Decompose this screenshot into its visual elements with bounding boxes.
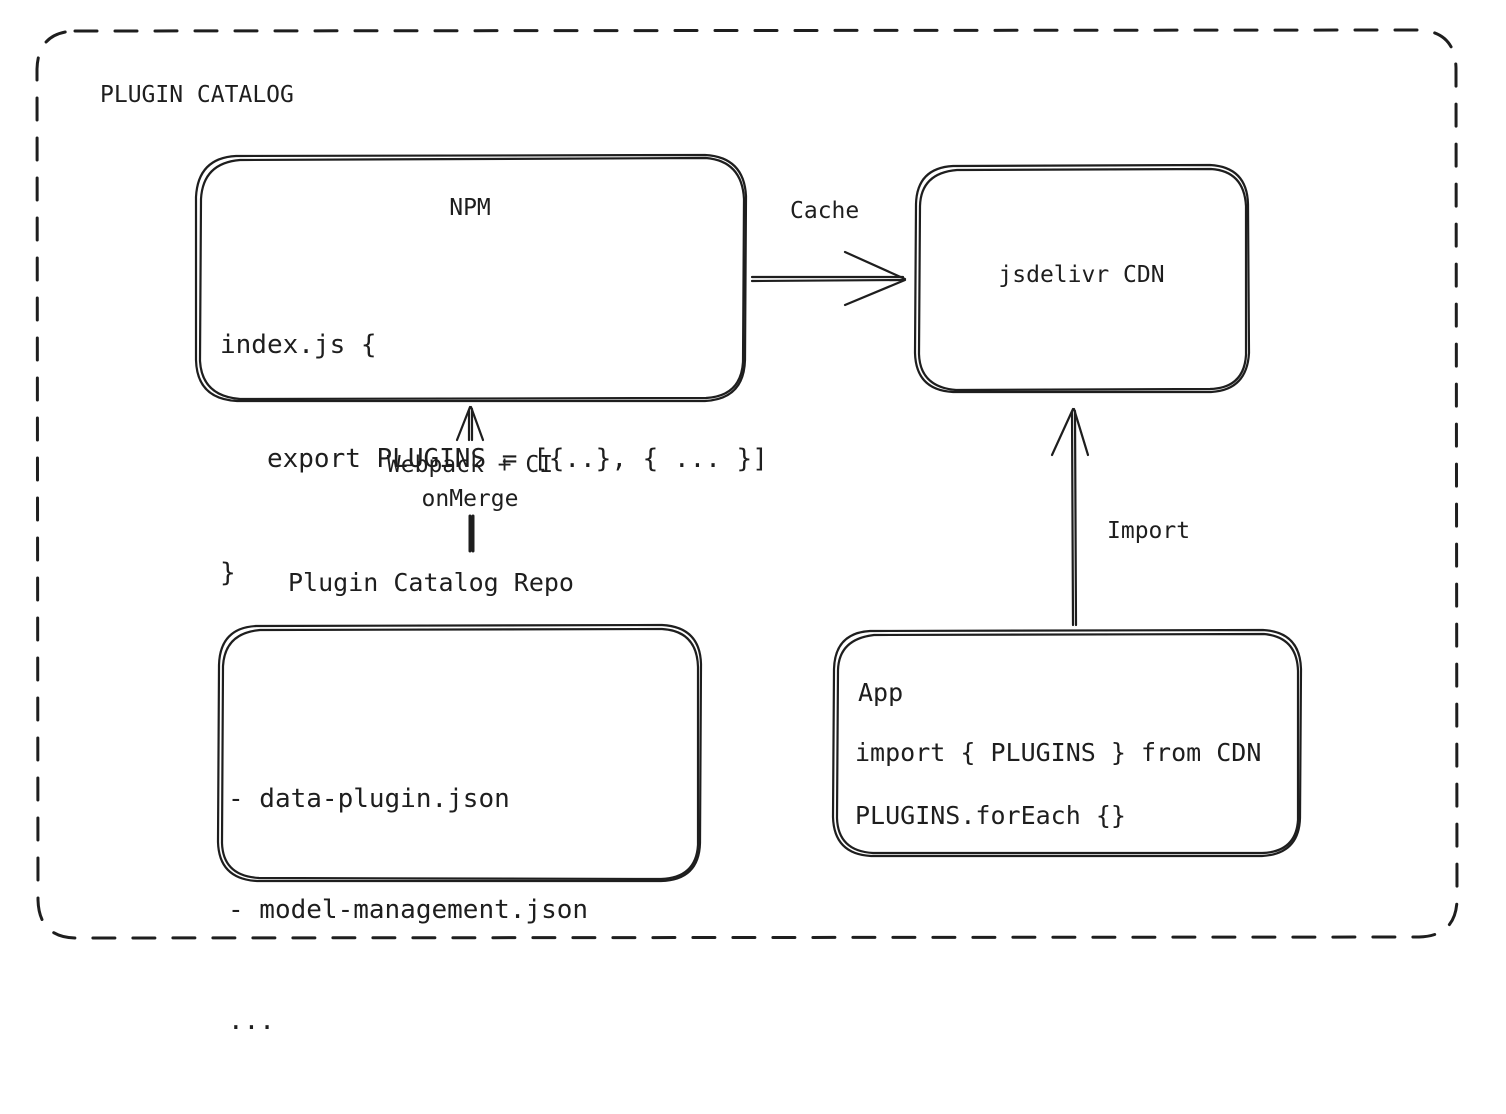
cdn-node-title: jsdelivr CDN xyxy=(998,262,1165,288)
import-arrow xyxy=(1050,407,1090,627)
repo-node-label: Plugin Catalog Repo xyxy=(288,568,574,597)
repo-file-item: - model-management.json xyxy=(228,895,589,925)
group-title: PLUGIN CATALOG xyxy=(100,82,294,108)
app-code-line-import: import { PLUGINS } from CDN xyxy=(855,738,1262,767)
repo-code-block: - data-plugin.json - model-management.js… xyxy=(228,707,588,1114)
app-code-line-foreach: PLUGINS.forEach {} xyxy=(855,801,1126,830)
npm-node-title: NPM xyxy=(449,195,491,221)
cache-edge-label: Cache xyxy=(790,198,860,224)
npm-code-line: export PLUGINS = [{..}, { ... }] xyxy=(220,444,768,474)
npm-code-line: index.js { xyxy=(220,330,377,360)
diagram-canvas: PLUGIN CATALOG NPM index.js { export PLU… xyxy=(35,28,1459,1036)
import-edge-label: Import xyxy=(1107,518,1191,544)
app-node-title: App xyxy=(858,678,904,707)
cache-arrow xyxy=(750,250,907,307)
build-edge-label: Webpack + CI onMerge xyxy=(386,452,554,512)
repo-file-item: ... xyxy=(228,1006,275,1036)
npm-code-line: } xyxy=(220,558,236,588)
repo-file-item: - data-plugin.json xyxy=(228,784,510,814)
npm-code-block: index.js { export PLUGINS = [{..}, { ...… xyxy=(220,250,768,668)
